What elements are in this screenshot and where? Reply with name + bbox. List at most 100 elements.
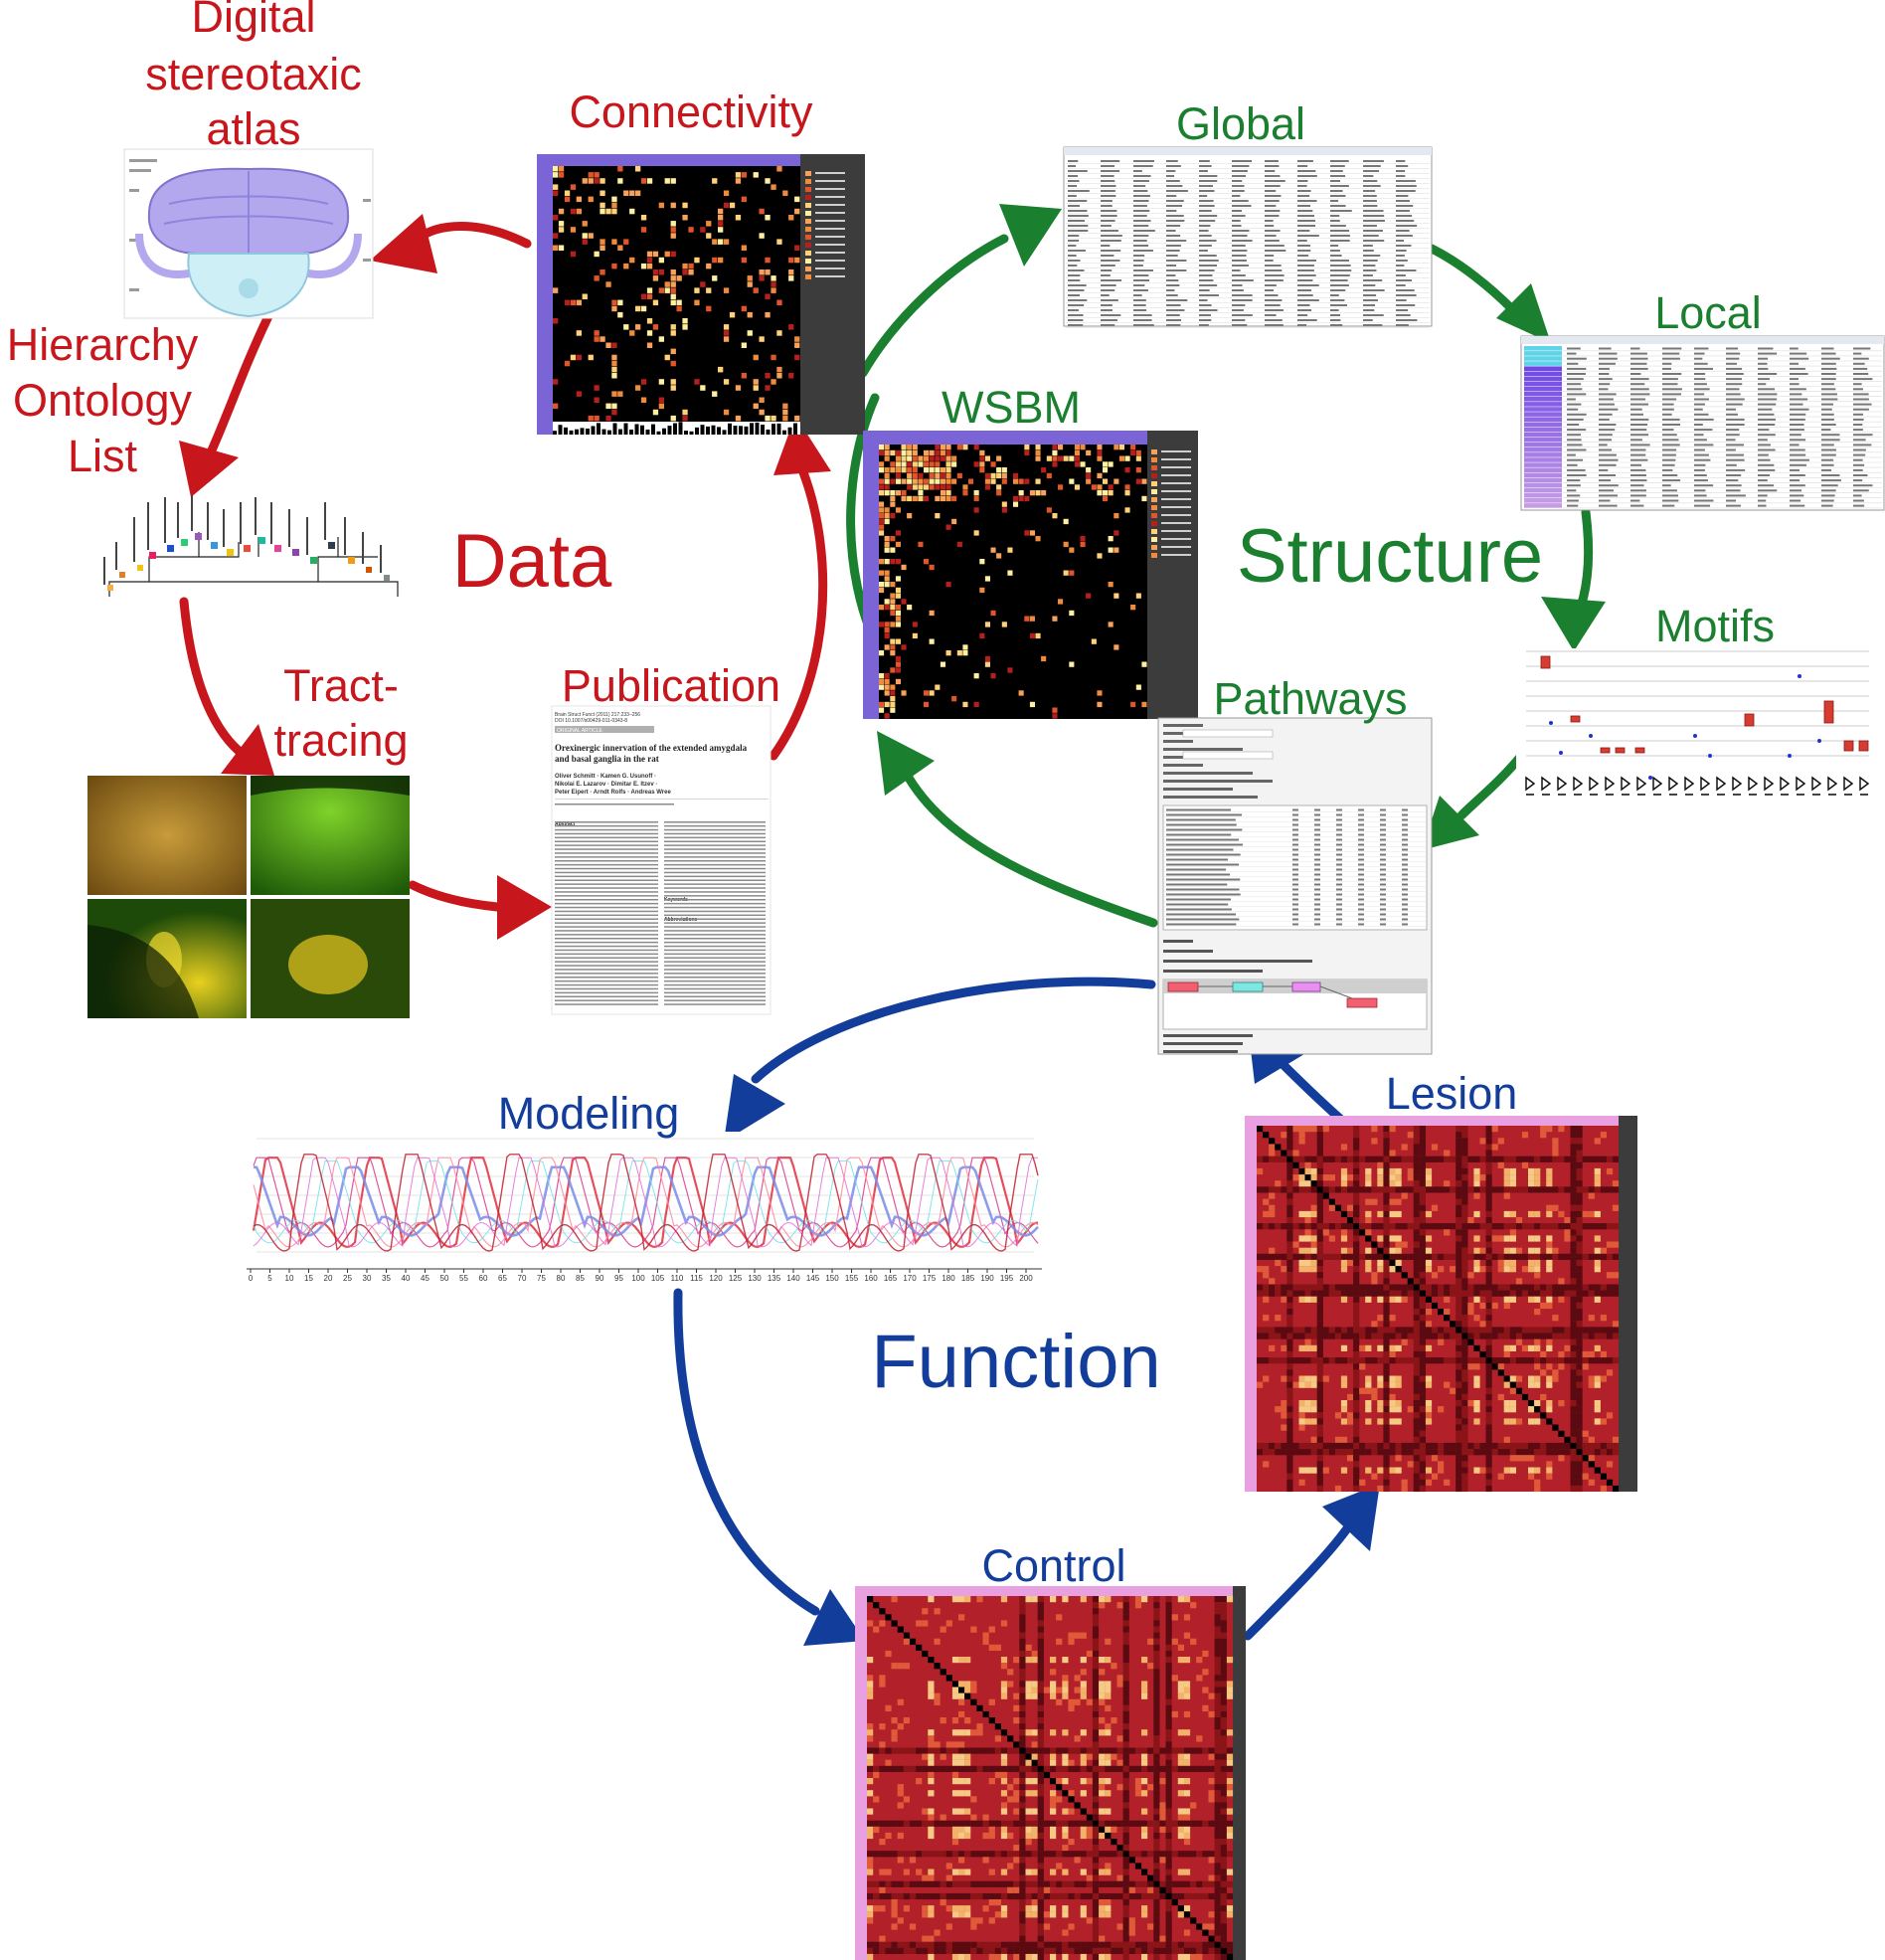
func-cell bbox=[1383, 1132, 1390, 1139]
func-cell bbox=[1304, 1235, 1311, 1242]
func-cell bbox=[1371, 1223, 1378, 1230]
local-cell-text bbox=[1567, 504, 1579, 507]
pathways-footer-text bbox=[1163, 960, 1312, 963]
func-cell bbox=[1316, 1418, 1323, 1425]
global-cell-text bbox=[1363, 185, 1381, 187]
func-cell bbox=[1576, 1467, 1583, 1474]
conn-cell bbox=[611, 409, 617, 416]
func-cell bbox=[1509, 1174, 1516, 1181]
func-cell bbox=[1316, 1338, 1323, 1345]
func-cell bbox=[1122, 1729, 1129, 1736]
func-cell bbox=[1401, 1186, 1408, 1193]
func-cell bbox=[1444, 1296, 1451, 1303]
func-cell bbox=[1383, 1192, 1390, 1199]
func-cell bbox=[1165, 1608, 1172, 1615]
func-cell bbox=[1413, 1400, 1420, 1407]
pathways-row-text bbox=[1166, 843, 1243, 846]
func-cell bbox=[1377, 1485, 1384, 1493]
func-cell bbox=[1220, 1863, 1227, 1870]
func-cell bbox=[1521, 1290, 1529, 1297]
wsbm-cell bbox=[1013, 495, 1019, 502]
func-cell bbox=[1491, 1302, 1498, 1310]
local-cell-text bbox=[1821, 378, 1836, 381]
func-cell bbox=[1220, 1802, 1227, 1809]
global-cell-text bbox=[1265, 165, 1280, 167]
global-cell-text bbox=[1396, 160, 1406, 162]
func-cell bbox=[1214, 1723, 1221, 1730]
pathways-row-value bbox=[1380, 858, 1386, 861]
func-cell bbox=[1383, 1253, 1390, 1260]
func-cell bbox=[1031, 1832, 1038, 1840]
func-cell bbox=[1456, 1198, 1462, 1205]
func-cell bbox=[1600, 1290, 1607, 1297]
func-cell bbox=[1413, 1174, 1420, 1181]
global-cell-text bbox=[1133, 304, 1146, 306]
wsbm-cell bbox=[984, 484, 990, 490]
func-cell bbox=[1456, 1387, 1462, 1394]
func-cell bbox=[1497, 1253, 1504, 1260]
arrow-head-hierarchy bbox=[179, 441, 239, 497]
func-cell bbox=[951, 1808, 959, 1815]
func-cell bbox=[1353, 1333, 1360, 1339]
func-cell bbox=[1509, 1229, 1516, 1236]
func-cell bbox=[1473, 1259, 1480, 1267]
conn-cell bbox=[723, 202, 730, 209]
arrows bbox=[179, 204, 1606, 1646]
func-cell bbox=[1062, 1845, 1069, 1852]
func-cell bbox=[958, 1741, 965, 1748]
global-cell-text bbox=[1297, 284, 1319, 286]
local-cell-text bbox=[1790, 448, 1805, 451]
func-cell bbox=[1141, 1681, 1148, 1688]
func-cell bbox=[1534, 1266, 1541, 1273]
func-cell bbox=[1037, 1814, 1044, 1821]
func-cell bbox=[1540, 1393, 1547, 1401]
func-cell bbox=[1037, 1784, 1044, 1791]
pathways-controls bbox=[1163, 724, 1274, 799]
func-cell bbox=[1461, 1138, 1468, 1145]
func-cell bbox=[1588, 1357, 1595, 1364]
func-cell bbox=[1395, 1375, 1402, 1382]
func-cell bbox=[1509, 1381, 1516, 1388]
conn-cell bbox=[759, 208, 765, 215]
pathways-row-value bbox=[1402, 903, 1408, 906]
func-cell bbox=[1485, 1455, 1492, 1462]
func-cell bbox=[1612, 1204, 1620, 1211]
func-cell bbox=[1395, 1235, 1402, 1242]
local-cell-text bbox=[1694, 393, 1705, 396]
local-cell-text bbox=[1853, 424, 1863, 426]
func-cell bbox=[1401, 1485, 1408, 1493]
func-cell bbox=[1269, 1253, 1276, 1260]
pathways-row-value bbox=[1292, 858, 1298, 861]
func-cell bbox=[1080, 1832, 1087, 1840]
func-cell bbox=[1165, 1602, 1172, 1609]
global-cell-text bbox=[1199, 284, 1218, 286]
func-cell bbox=[1456, 1204, 1462, 1211]
local-cell-text bbox=[1758, 424, 1776, 426]
func-cell bbox=[1479, 1174, 1486, 1181]
func-cell bbox=[1165, 1663, 1172, 1670]
func-cell bbox=[1322, 1223, 1329, 1230]
modeling-tick-label: 65 bbox=[498, 1274, 507, 1283]
func-cell bbox=[958, 1710, 965, 1718]
func-cell bbox=[1389, 1406, 1396, 1413]
wsbm-cell bbox=[1052, 461, 1058, 467]
conn-bar bbox=[564, 427, 568, 435]
pathways-row-value bbox=[1292, 848, 1298, 851]
func-cell bbox=[1019, 1687, 1026, 1693]
func-cell bbox=[928, 1874, 935, 1881]
func-cell bbox=[1359, 1156, 1366, 1162]
func-cell bbox=[1401, 1442, 1408, 1450]
func-cell bbox=[1025, 1880, 1032, 1887]
func-cell bbox=[1190, 1880, 1197, 1887]
pub-journal-1: Brain Struct Funct (2011) 217:233–256 bbox=[555, 712, 640, 718]
wsbm-cell bbox=[879, 622, 885, 627]
func-cell bbox=[958, 1880, 965, 1887]
func-cell bbox=[928, 1880, 935, 1887]
func-cell bbox=[1153, 1880, 1160, 1887]
func-cell bbox=[1092, 1644, 1100, 1651]
global-cell-text bbox=[1232, 170, 1248, 172]
func-cell bbox=[1281, 1132, 1287, 1139]
func-cell bbox=[1546, 1259, 1553, 1267]
func-cell bbox=[1383, 1161, 1390, 1168]
conn-cell bbox=[658, 397, 664, 403]
